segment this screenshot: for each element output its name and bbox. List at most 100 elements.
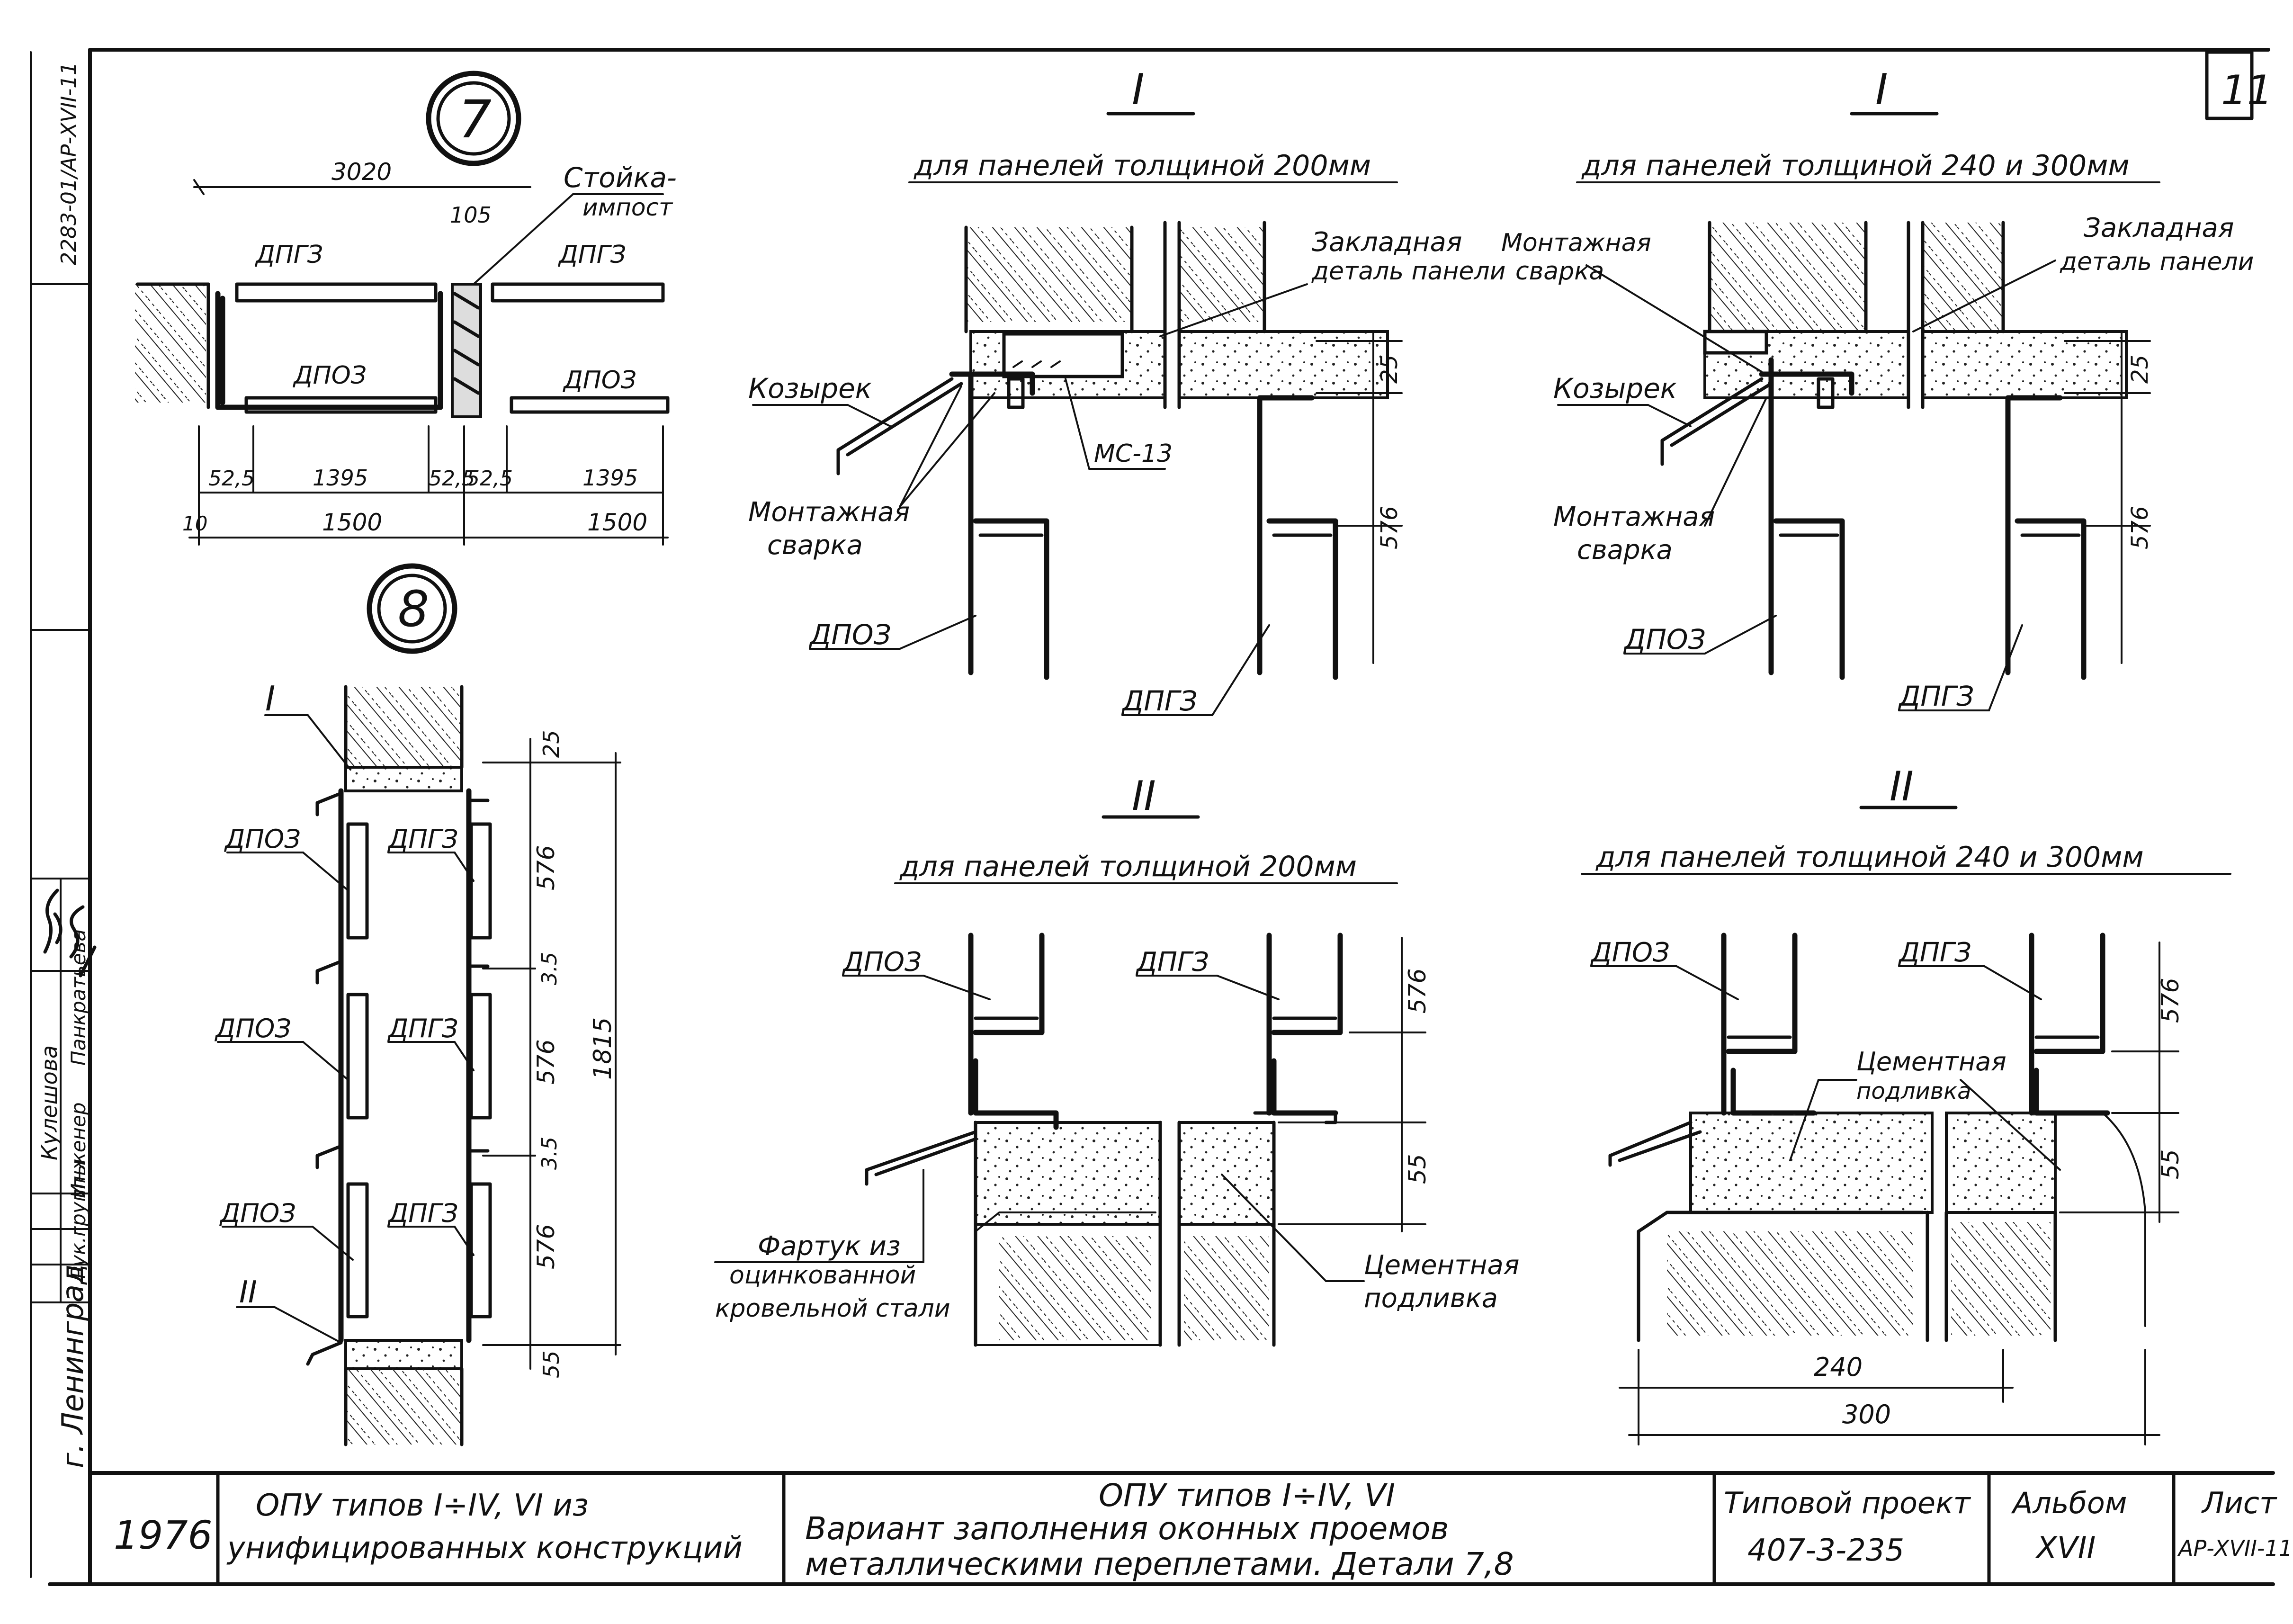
d8-dim-576b: 576	[532, 1040, 560, 1085]
s1b-embed-1: Закладная	[2084, 213, 2234, 243]
tb-year: 1976	[114, 1513, 213, 1558]
s1a-weld-1: Монтажная	[748, 497, 910, 528]
s2a-dpg: ДПГЗ	[1135, 947, 1209, 978]
s2a-dim-576: 576	[1404, 969, 1431, 1014]
d8-dim-35b: 3.5	[537, 1137, 562, 1170]
s2b-dpo: ДПОЗ	[1590, 937, 1670, 968]
name-1-label: Кулешова	[36, 1045, 62, 1160]
d8-dim-576a: 576	[532, 845, 560, 890]
signature-2	[69, 905, 97, 978]
s1b-subtitle: для панелей толщиной 240 и 300мм	[1581, 149, 2130, 182]
d8-dim-35a: 3.5	[537, 952, 562, 985]
s2b-cement-1: Цементная	[1856, 1047, 2006, 1077]
d7-dim-b: 1395	[313, 465, 368, 491]
d8-dpo-1: ДПОЗ	[224, 824, 301, 854]
d8-dim-25: 25	[538, 730, 564, 758]
s2b-mark: II	[1890, 763, 1914, 810]
s2a-subtitle: для панелей толщиной 200мм	[899, 850, 1357, 883]
s2b-cement-2: подливка	[1856, 1078, 1971, 1104]
d7-dpo-right: ДПОЗ	[563, 366, 636, 395]
d7-dpg-right: ДПГЗ	[558, 241, 626, 269]
s1a-visor: Козырек	[748, 372, 872, 404]
d7-dim-f: 10	[182, 512, 207, 535]
d7-dpg-left: ДПГЗ	[255, 241, 323, 269]
s1b-weld-1: Монтажная	[1553, 502, 1715, 532]
d8-mark-bottom: II	[239, 1275, 257, 1310]
s1a-weld-2: сварка	[767, 530, 863, 561]
s1b-visor: Козырек	[1553, 372, 1677, 404]
s2a-apron-2: оцинкованной	[729, 1261, 916, 1290]
s1a-dpo: ДПОЗ	[808, 619, 891, 651]
detail-8-section: 8 25 576 3.5 576 3.5	[215, 563, 621, 1446]
dim-105: 105	[450, 202, 492, 228]
s1b-embed-2: деталь панели	[2060, 248, 2254, 276]
s2b-dim-240: 240	[1814, 1352, 1863, 1382]
s1b-weld-2: сварка	[1577, 535, 1673, 565]
s2a-dim-55: 55	[1404, 1154, 1431, 1184]
sheet-number: 11	[2221, 67, 2273, 114]
tb-center-3: металлическими переплетами. Детали 7,8	[805, 1546, 1514, 1582]
tb-project-label: Типовой проект	[1724, 1486, 1971, 1520]
approval-column: г. Ленинград Рук.группы Инженер Кулешова…	[36, 888, 97, 1468]
d7-dim-c: 52,5	[429, 467, 475, 491]
s2a-cement-1: Цементная	[1364, 1250, 1519, 1281]
s2a-apron-1: Фартук из	[758, 1231, 901, 1262]
name-2-label: Панкратьева	[67, 929, 90, 1066]
s1a-embed-2: деталь панели	[1311, 257, 1505, 286]
label-post-2: импост	[582, 194, 673, 221]
role-2-label: Инженер	[67, 1102, 90, 1198]
tb-center-2: Вариант заполнения оконных проемов	[805, 1510, 1449, 1547]
s1a-subtitle: для панелей толщиной 200мм	[914, 149, 1371, 182]
sheet-frame	[30, 48, 2275, 1586]
s1a-embed-1: Закладная	[1312, 227, 1462, 258]
d8-dim-55: 55	[538, 1350, 564, 1378]
s2a-cement-2: подливка	[1364, 1283, 1498, 1314]
d8-mark-top: I	[265, 679, 275, 718]
tb-project-number: 407-3-235	[1747, 1533, 1904, 1568]
d8-dpo-2: ДПОЗ	[215, 1014, 291, 1043]
d8-dim-1815: 1815	[589, 1017, 617, 1080]
s1a-dim-25: 25	[1376, 355, 1403, 384]
signature-1	[43, 888, 63, 954]
tb-album-number: XVII	[2035, 1531, 2096, 1566]
city-label: г. Ленинград	[55, 1264, 90, 1468]
section-I-200: I для панелей толщиной 200мм 25	[748, 65, 1505, 717]
s1a-mc: МС-13	[1094, 440, 1173, 468]
tb-center-1: ОПУ типов I÷IV, VI	[1099, 1477, 1395, 1514]
s2b-dim-55: 55	[2157, 1149, 2184, 1179]
s1b-dim-576: 576	[2127, 506, 2153, 549]
s2a-apron-3: кровельной стали	[715, 1294, 950, 1323]
s1b-dim-25: 25	[2127, 355, 2153, 384]
dim-3020: 3020	[331, 158, 392, 186]
d7-dpo-left: ДПОЗ	[293, 361, 367, 390]
tb-sheet-label: Лист	[2201, 1486, 2277, 1520]
tb-album-label: Альбом	[2011, 1486, 2127, 1520]
d7-dim-h: 1500	[587, 509, 647, 536]
section-II-240: II для панелей толщиной 240 и 300мм 576 …	[1581, 763, 2231, 1445]
d8-dpg-3: ДПГЗ	[387, 1198, 458, 1228]
s1b-weld-top-2: сварка	[1515, 257, 1604, 286]
d8-dpo-3: ДПОЗ	[219, 1198, 296, 1228]
section-I-240: I для панелей толщиной 240 и 300мм 25 57…	[1501, 65, 2254, 712]
d7-dim-e: 1395	[582, 465, 638, 491]
section-II-200: II для панелей толщиной 200мм 576 55 ДПО…	[714, 772, 1519, 1347]
d8-dim-576c: 576	[532, 1224, 560, 1269]
d7-dim-g: 1500	[322, 509, 382, 536]
title-block: 1976 ОПУ типов I÷IV, VI из унифицированн…	[88, 1471, 2293, 1586]
s1b-mark: I	[1875, 65, 1888, 115]
s2b-dim-300: 300	[1842, 1400, 1891, 1429]
s2b-dim-576: 576	[2157, 978, 2184, 1023]
s2a-dpo: ДПОЗ	[842, 947, 922, 978]
label-post: Стойка-	[564, 162, 677, 194]
tb-left-1: ОПУ типов I÷IV, VI из	[256, 1488, 589, 1523]
detail-7-plan: 7 3020 105 Стойка- импост ДПГЗ ДПГЗ ДПОЗ…	[135, 71, 677, 546]
s1b-dpg: ДПГЗ	[1898, 680, 1974, 712]
s1a-dpg: ДПГЗ	[1121, 685, 1197, 717]
s2b-subtitle: для панелей толщиной 240 и 300мм	[1595, 841, 2144, 874]
detail-8-number: 8	[398, 580, 429, 638]
tb-sheet-code: АР-XVII-11	[2177, 1535, 2293, 1561]
d8-dpg-1: ДПГЗ	[387, 824, 458, 854]
d8-dpg-2: ДПГЗ	[387, 1014, 458, 1043]
s1b-dpo: ДПОЗ	[1623, 623, 1706, 655]
